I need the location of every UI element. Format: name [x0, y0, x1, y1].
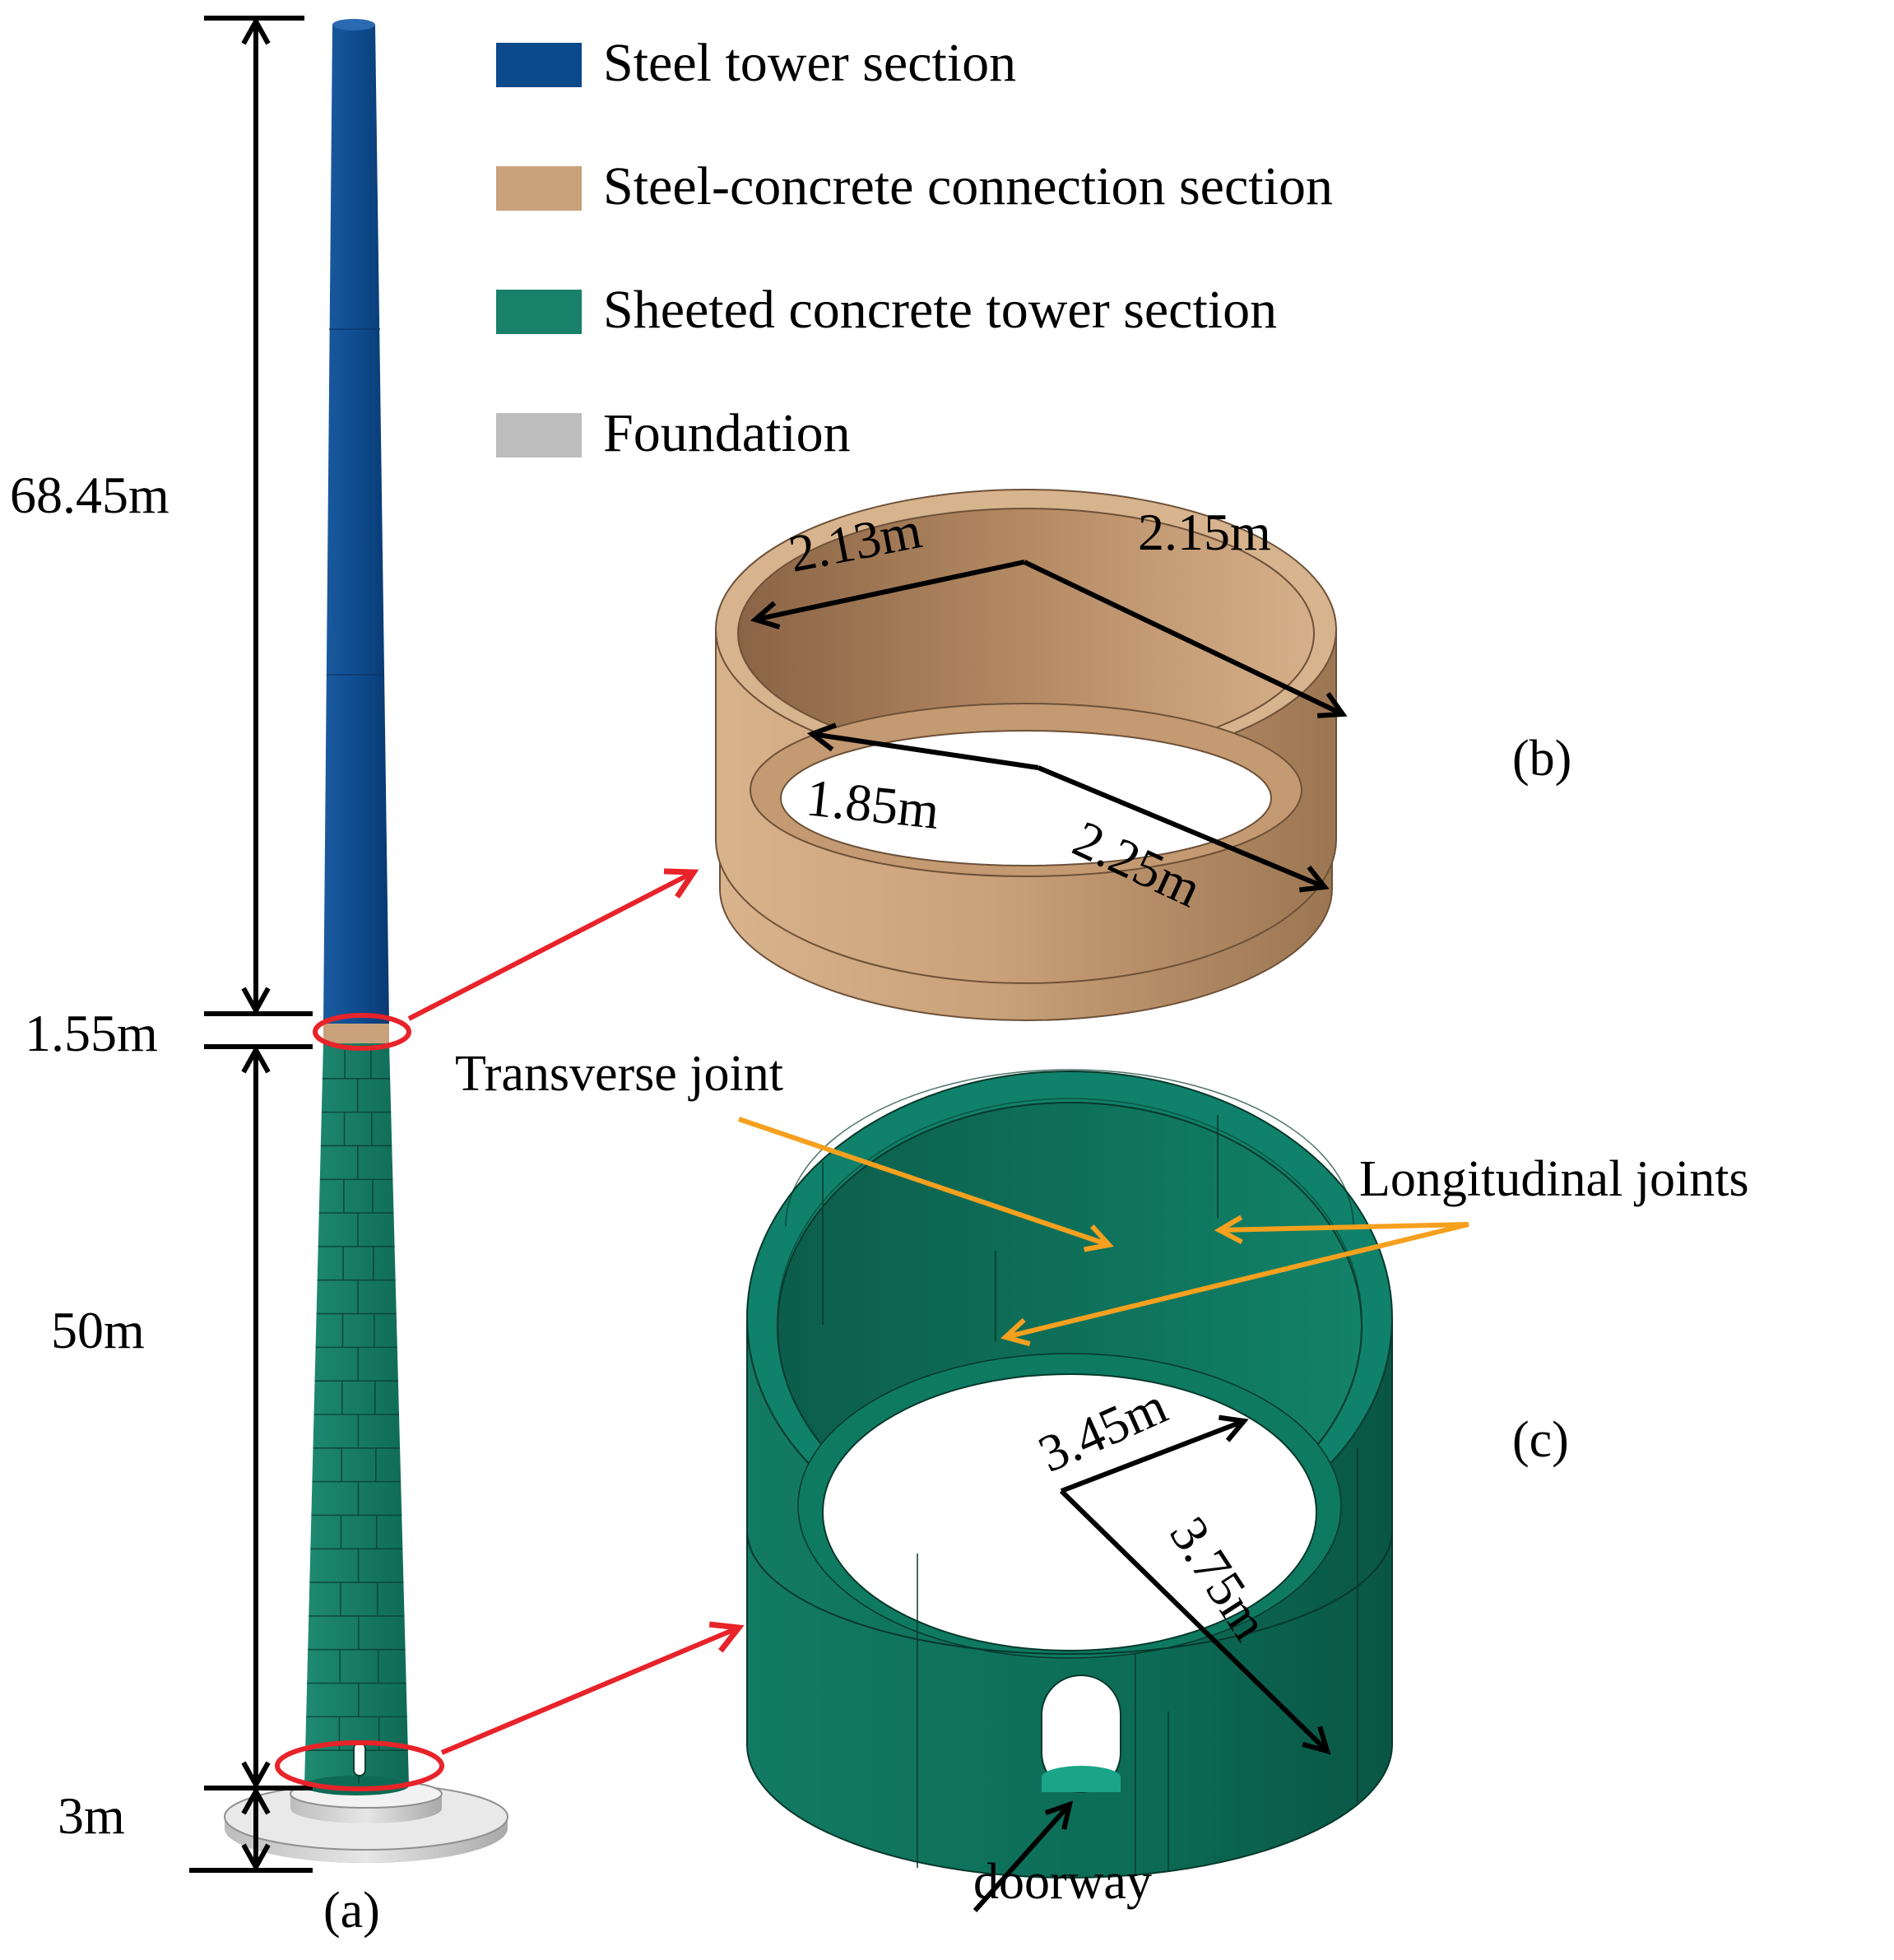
callout-base — [275, 1740, 444, 1791]
legend: Steel tower section Steel-concrete conne… — [496, 33, 1333, 463]
legend-label-concrete: Sheeted concrete tower section — [603, 280, 1277, 340]
concrete-ring-dimensions — [973, 1421, 1327, 1912]
connection-section — [323, 1024, 389, 1043]
callout-connection — [313, 1013, 411, 1051]
legend-label-steel: Steel tower section — [603, 33, 1016, 93]
longitudinal-joints-label: Longitudinal joints — [1359, 1151, 1749, 1207]
tower-model — [224, 19, 508, 1863]
concrete-ring-model — [746, 1069, 1393, 1879]
steel-tower-section — [323, 19, 389, 1024]
dim-label-connection-height: 1.55m — [25, 1004, 158, 1062]
panel-label-b: (b) — [1512, 731, 1571, 787]
ring-b-dim-1-85m: 1.85m — [804, 768, 942, 840]
detail-callouts — [275, 872, 739, 1791]
tower-doorway — [353, 1742, 366, 1777]
legend-swatch-concrete — [496, 290, 582, 334]
ring-b-dim-2-15m: 2.15m — [1138, 503, 1271, 561]
concrete-tower-section — [304, 1043, 409, 1795]
transverse-joint-label: Transverse joint — [455, 1046, 783, 1102]
ring-doorway — [1041, 1674, 1121, 1793]
panel-label-c: (c) — [1512, 1412, 1569, 1468]
foundation — [224, 1779, 508, 1863]
joint-annotation-arrows — [738, 1117, 1469, 1337]
legend-swatch-steel — [496, 43, 582, 87]
dim-label-foundation-height: 3m — [58, 1786, 125, 1845]
legend-swatch-foundation — [496, 413, 582, 457]
legend-label-foundation: Foundation — [603, 403, 851, 463]
dim-label-concrete-height: 50m — [51, 1301, 145, 1359]
legend-swatch-connection — [496, 166, 582, 211]
dimension-lines — [189, 16, 313, 1873]
legend-label-connection: Steel-concrete connection section — [603, 156, 1333, 216]
dim-label-steel-height: 68.45m — [10, 466, 169, 524]
connection-ring-dimensions — [755, 560, 1343, 887]
doorway-label: doorway — [973, 1854, 1152, 1910]
panel-label-a: (a) — [323, 1883, 380, 1939]
connection-ring-model — [715, 489, 1337, 1021]
